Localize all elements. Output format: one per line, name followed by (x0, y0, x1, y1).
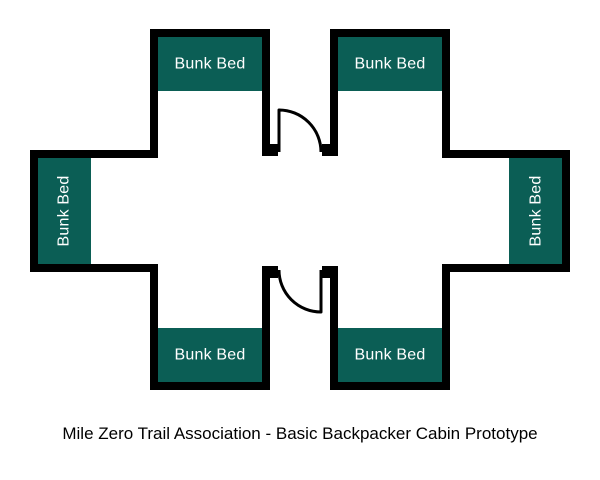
wall-segment (330, 29, 450, 37)
bunk-bed-area (338, 37, 442, 91)
door-jamb (262, 266, 278, 278)
wall-segment (30, 150, 158, 158)
front-door-symbol (277, 108, 323, 153)
doors (277, 108, 323, 314)
wall-segment (562, 150, 570, 272)
bunk-bed-label: Bunk Bed (175, 347, 246, 364)
back-door-symbol (277, 269, 323, 314)
bunk-bed-right: Bunk Bed (509, 158, 562, 264)
bunk-bed-area (158, 37, 262, 91)
bunk-bed-bottom-right: Bunk Bed (338, 328, 442, 382)
wall-segment (262, 266, 270, 390)
bunk-bed-label: Bunk Bed (56, 176, 73, 247)
bunk-bed-area (38, 158, 91, 264)
bunk-bed-area (338, 328, 442, 382)
bunk-bed-area (158, 328, 262, 382)
wall-segment (30, 150, 38, 272)
bunk-bed-bottom-left: Bunk Bed (158, 328, 262, 382)
bunk-bed-label: Bunk Bed (355, 347, 426, 364)
bunk-bed-top-left: Bunk Bed (158, 37, 262, 91)
bunk-bed-left: Bunk Bed (38, 158, 91, 264)
wall-segment (330, 382, 450, 390)
wall-segment (30, 264, 158, 272)
wall-segment (150, 264, 158, 390)
bunk-bed-label: Bunk Bed (528, 176, 545, 247)
wall-segment (330, 29, 338, 156)
door-jamb (262, 144, 278, 156)
wall-segment (150, 382, 270, 390)
wall-segment (150, 29, 158, 158)
door-jamb (322, 266, 338, 278)
wall-segment (442, 264, 450, 390)
wall-segment (150, 29, 270, 37)
wall-segment (330, 266, 338, 390)
bunk-bed-area (509, 158, 562, 264)
bunk-bed-top-right: Bunk Bed (338, 37, 442, 91)
bunk-beds: Bunk Bed Bunk Bed Bunk Bed Bunk Bed Bunk… (38, 37, 562, 382)
door-jamb (322, 144, 338, 156)
wall-segment (442, 264, 570, 272)
caption-title: Mile Zero Trail Association - Basic Back… (62, 424, 538, 443)
wall-segment (442, 150, 570, 158)
wall-segment (442, 29, 450, 158)
bunk-bed-label: Bunk Bed (355, 56, 426, 73)
wall-segment (262, 29, 270, 156)
cabin-walls (30, 29, 570, 390)
bunk-bed-label: Bunk Bed (175, 56, 246, 73)
